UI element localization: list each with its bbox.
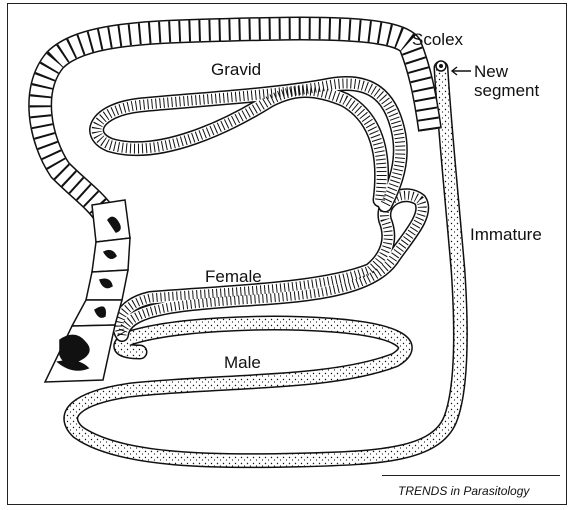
female-strand	[119, 195, 422, 335]
label-new-segment: New segment	[474, 62, 539, 100]
label-female: Female	[205, 268, 262, 285]
label-gravid: Gravid	[211, 61, 261, 78]
credit-divider	[382, 475, 560, 476]
source-credit: TRENDS in Parasitology	[398, 484, 529, 498]
label-immature: Immature	[470, 226, 542, 243]
new-segment-arrow	[452, 67, 471, 75]
gravid-proglottids	[45, 200, 130, 382]
label-male: Male	[224, 354, 261, 371]
label-scolex: Scolex	[412, 31, 463, 48]
mature-strand	[97, 83, 401, 205]
scolex-head	[436, 61, 446, 71]
